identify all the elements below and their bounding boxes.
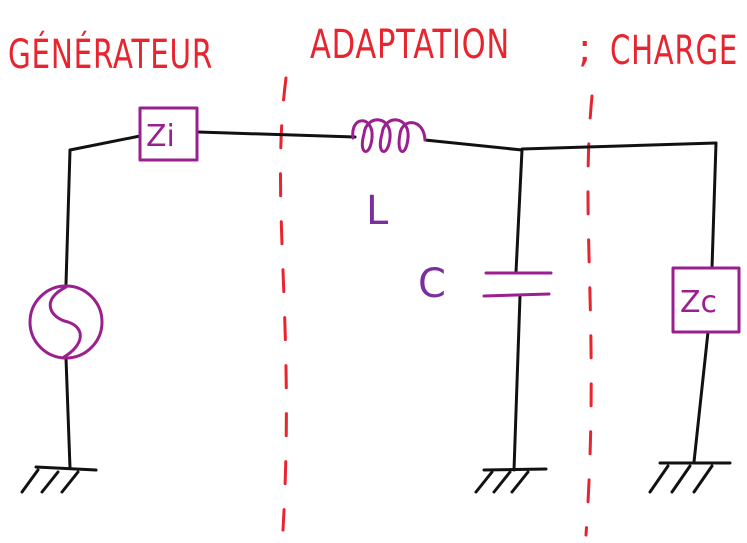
ground-capacitor-bar <box>482 467 548 472</box>
wire-generator-lower <box>64 356 72 470</box>
ground-generator-hatch-1 <box>20 468 40 494</box>
section-separator-mark: ; <box>578 26 592 72</box>
separator-adaptation-load <box>584 94 594 537</box>
source-impedance-box <box>138 106 199 162</box>
capacitor-c: C <box>418 261 553 307</box>
wire-top-left <box>68 134 142 152</box>
ground-capacitor-hatch-3 <box>510 470 530 494</box>
wire-top-middle <box>196 130 357 139</box>
ground-capacitor-hatch-2 <box>492 470 512 494</box>
wire-top-right-b <box>520 141 718 151</box>
ground-generator-bar <box>34 465 98 472</box>
section-title-load: CHARGE <box>610 28 738 74</box>
ac-voltage-source <box>28 284 104 360</box>
load-impedance-zc: Zc <box>671 266 741 334</box>
load-impedance-label: Zc <box>680 285 717 320</box>
section-title-adaptation: ADAPTATION <box>310 22 510 68</box>
wire-load-lower <box>692 330 710 464</box>
ground-load-hatch-3 <box>692 464 714 494</box>
wire-capacitor-lower <box>512 294 522 472</box>
ground-load-hatch-2 <box>670 464 692 494</box>
separator-generator-adaptation <box>278 76 288 532</box>
ground-load <box>648 461 732 494</box>
inductor-coil <box>351 118 427 153</box>
ground-generator <box>20 465 98 494</box>
inductor-l: L <box>351 118 427 234</box>
wire-top-right-a <box>423 138 524 152</box>
ground-generator-hatch-2 <box>40 470 60 494</box>
ac-source-wave-icon <box>48 285 82 359</box>
source-impedance-label: Zi <box>146 119 175 154</box>
load-impedance-box <box>671 266 741 334</box>
wire-load-upper <box>710 141 718 270</box>
ground-generator-hatch-3 <box>60 470 80 494</box>
ground-capacitor-hatch-1 <box>474 470 494 494</box>
ground-capacitor <box>474 467 548 494</box>
inductor-label: L <box>366 188 389 234</box>
wire-generator-upper <box>64 148 72 286</box>
capacitor-plate-bottom <box>482 292 551 298</box>
section-title-generator: GÉNÉRATEUR <box>8 30 213 78</box>
wire-capacitor-upper <box>514 148 524 274</box>
ground-load-hatch-1 <box>648 464 670 494</box>
source-impedance-zi: Zi <box>138 106 199 162</box>
capacitor-label: C <box>418 261 446 307</box>
